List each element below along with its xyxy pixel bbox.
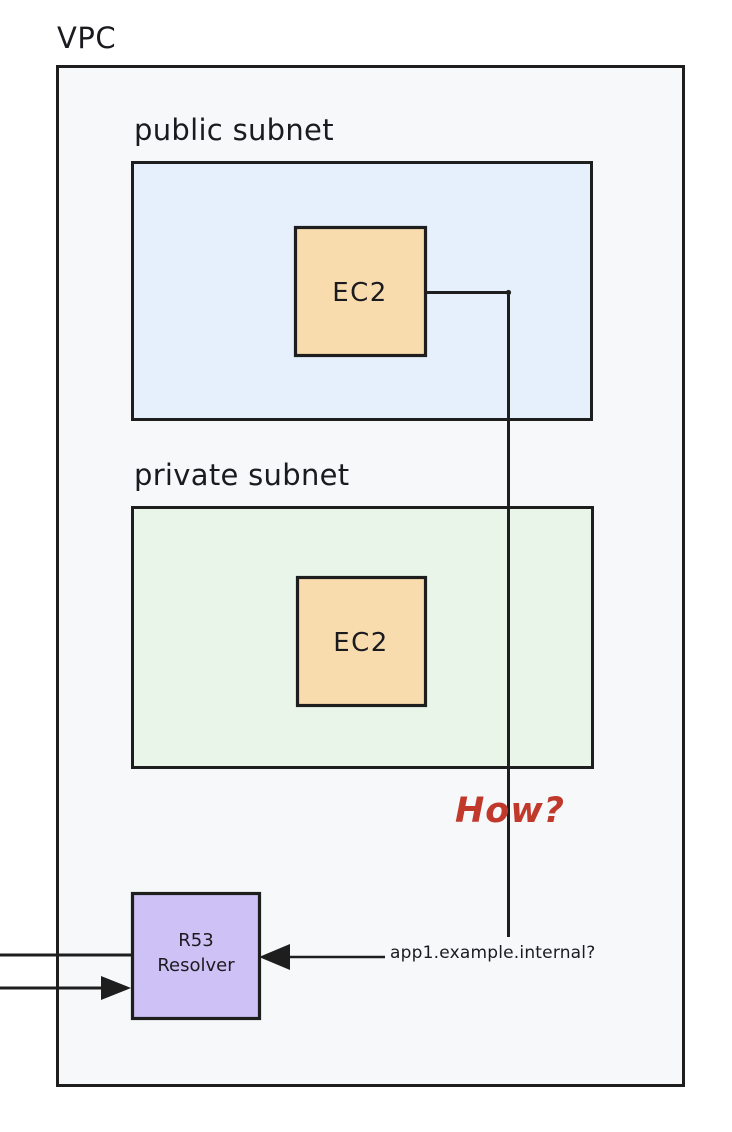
ec2-private-box	[295, 575, 428, 708]
r53-resolver-box	[130, 891, 262, 1021]
ec2-private-label: EC2	[333, 628, 389, 658]
private-subnet-label: private subnet	[134, 458, 350, 492]
public-subnet-label: public subnet	[134, 113, 334, 147]
dns-query-annotation: app1.example.internal?	[390, 943, 596, 963]
r53-resolver-label-line1: R53	[178, 930, 214, 951]
r53-resolver-label: R53 Resolver	[133, 928, 259, 978]
arrowhead-into-resolver-left	[101, 976, 131, 1000]
how-annotation: How?	[455, 791, 565, 831]
arrowhead-into-resolver-right	[259, 944, 290, 970]
connector-elbow-dot	[505, 289, 512, 296]
ec2-public-label: EC2	[332, 278, 388, 308]
ec2-public-box	[293, 225, 428, 358]
r53-resolver-label-line2: Resolver	[157, 955, 235, 976]
vpc-label: VPC	[57, 21, 117, 55]
